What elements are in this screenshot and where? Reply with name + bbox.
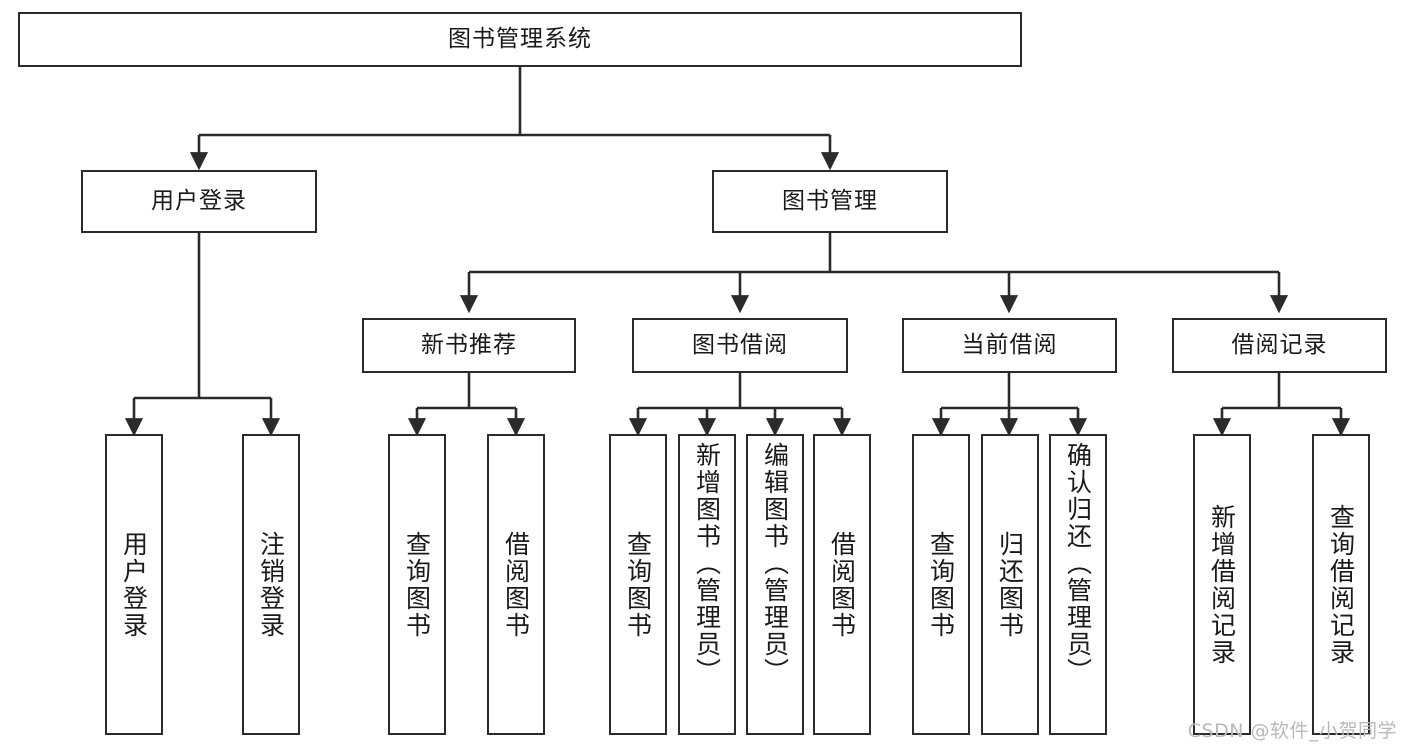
leaf-query-book-recommend[interactable]: 查询图书 — [388, 434, 446, 735]
node-label: 用户登录 — [119, 530, 149, 639]
leaf-add-book-admin[interactable]: 新增图书（管理员） — [678, 434, 736, 735]
leaf-logout[interactable]: 注销登录 — [242, 434, 300, 735]
node-borrow-record[interactable]: 借阅记录 — [1172, 318, 1387, 373]
node-label: 借阅图书 — [501, 530, 531, 639]
csdn-watermark: CSDN @软件_小贺同学 — [1187, 720, 1397, 742]
node-label: 归还图书 — [995, 530, 1025, 639]
node-label: 借阅图书 — [827, 530, 857, 639]
node-label: 借阅记录 — [1231, 331, 1328, 358]
leaf-confirm-return-admin[interactable]: 确认归还（管理员） — [1049, 434, 1107, 735]
leaf-query-borrow-record[interactable]: 查询借阅记录 — [1312, 434, 1370, 735]
node-label: 确认归还（管理员） — [1063, 442, 1093, 685]
node-label: 用户登录 — [151, 187, 247, 214]
node-user-login[interactable]: 用户登录 — [81, 170, 317, 233]
node-label: 编辑图书（管理员） — [760, 442, 790, 685]
node-label: 查询图书 — [402, 530, 432, 639]
node-label: 查询图书 — [926, 530, 956, 639]
node-label: 查询借阅记录 — [1326, 503, 1356, 666]
node-label: 图书管理系统 — [448, 25, 592, 52]
leaf-query-book-borrow[interactable]: 查询图书 — [609, 434, 667, 735]
node-new-book-recommend[interactable]: 新书推荐 — [362, 318, 576, 373]
node-book-borrow[interactable]: 图书借阅 — [632, 318, 848, 373]
leaf-query-book-current[interactable]: 查询图书 — [912, 434, 970, 735]
node-label: 当前借阅 — [961, 331, 1058, 358]
leaf-add-borrow-record[interactable]: 新增借阅记录 — [1193, 434, 1251, 735]
node-label: 注销登录 — [256, 530, 286, 639]
node-label: 新增借阅记录 — [1207, 503, 1237, 666]
node-current-borrow[interactable]: 当前借阅 — [902, 318, 1117, 373]
node-label: 图书管理 — [782, 187, 878, 214]
node-label: 新书推荐 — [421, 331, 517, 358]
leaf-borrow-book-recommend[interactable]: 借阅图书 — [487, 434, 545, 735]
node-label: 查询图书 — [623, 530, 653, 639]
leaf-borrow-book[interactable]: 借阅图书 — [813, 434, 871, 735]
node-root-book-management-system[interactable]: 图书管理系统 — [18, 12, 1022, 67]
leaf-user-login[interactable]: 用户登录 — [105, 434, 163, 735]
leaf-return-book[interactable]: 归还图书 — [981, 434, 1039, 735]
node-label: 新增图书（管理员） — [692, 442, 722, 685]
leaf-edit-book-admin[interactable]: 编辑图书（管理员） — [746, 434, 804, 735]
node-book-management[interactable]: 图书管理 — [712, 170, 948, 233]
node-label: 图书借阅 — [692, 331, 788, 358]
